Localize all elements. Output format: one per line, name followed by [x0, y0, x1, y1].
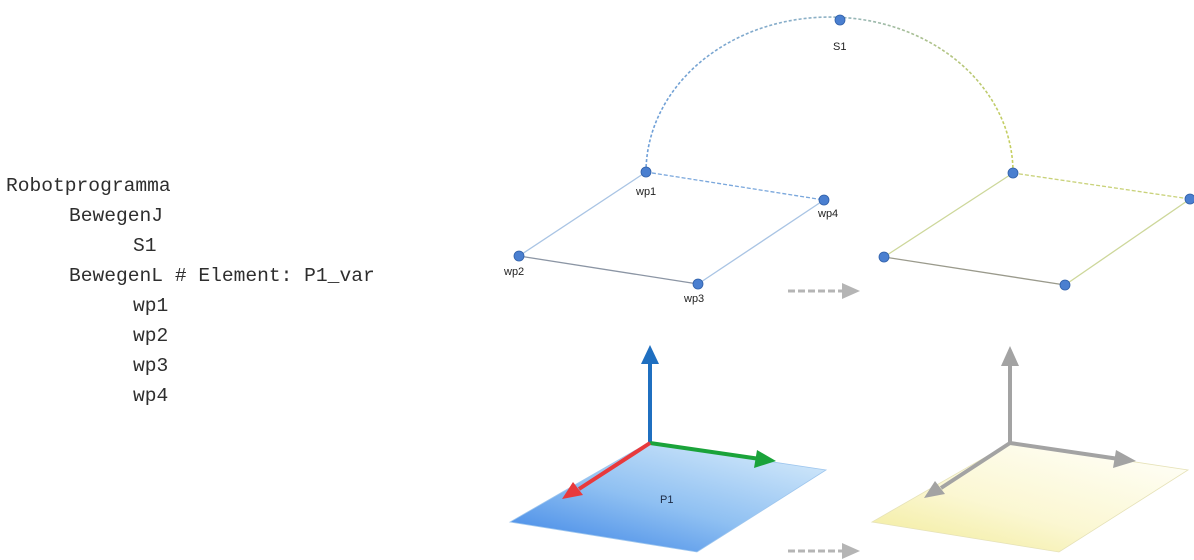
- waypoint-wp4-dot: [818, 194, 830, 206]
- code-line-s1: S1: [133, 235, 157, 257]
- code-line-movej: BewegenJ: [69, 205, 164, 227]
- waypoint-wp1-dot: [640, 166, 652, 178]
- transition-arrow-bottom: [788, 543, 860, 559]
- shifted-wp3-dot: [1059, 279, 1071, 291]
- x-axis-arrow: [562, 441, 652, 499]
- code-line-wp3: wp3: [133, 355, 169, 377]
- waypoint-wp3-dot: [692, 278, 704, 290]
- y-axis-arrow: [649, 441, 776, 468]
- shifted-feature-plane: [870, 442, 1190, 553]
- label-wp2: wp2: [503, 266, 524, 278]
- shifted-y-axis-arrow: [1009, 441, 1136, 468]
- code-line-wp4: wp4: [133, 385, 169, 407]
- label-wp1: wp1: [635, 186, 656, 198]
- label-wp4: wp4: [817, 208, 838, 220]
- shifted-wp4-dot: [1184, 193, 1194, 205]
- code-line-movel: BewegenL # Element: P1_var: [69, 265, 375, 287]
- shifted-wp1-dot: [1007, 167, 1019, 179]
- waypoint-wp2-dot: [513, 250, 525, 262]
- label-wp3: wp3: [683, 293, 704, 305]
- label-s1: S1: [833, 41, 846, 53]
- green-waypoint-path: [883, 172, 1191, 286]
- blue-waypoint-path: [518, 171, 825, 285]
- program-title: Robotprogramma: [6, 175, 171, 197]
- code-line-wp2: wp2: [133, 325, 169, 347]
- shifted-z-axis-arrow: [1001, 346, 1019, 443]
- transition-arrow-top: [788, 283, 860, 299]
- shifted-x-axis-arrow: [924, 441, 1012, 498]
- code-line-wp1: wp1: [133, 295, 169, 317]
- label-p1: P1: [660, 494, 673, 506]
- movej-arc-path: [645, 16, 1014, 174]
- shifted-wp2-dot: [878, 251, 890, 263]
- waypoint-s1-dot: [834, 14, 846, 26]
- z-axis-arrow: [641, 345, 659, 443]
